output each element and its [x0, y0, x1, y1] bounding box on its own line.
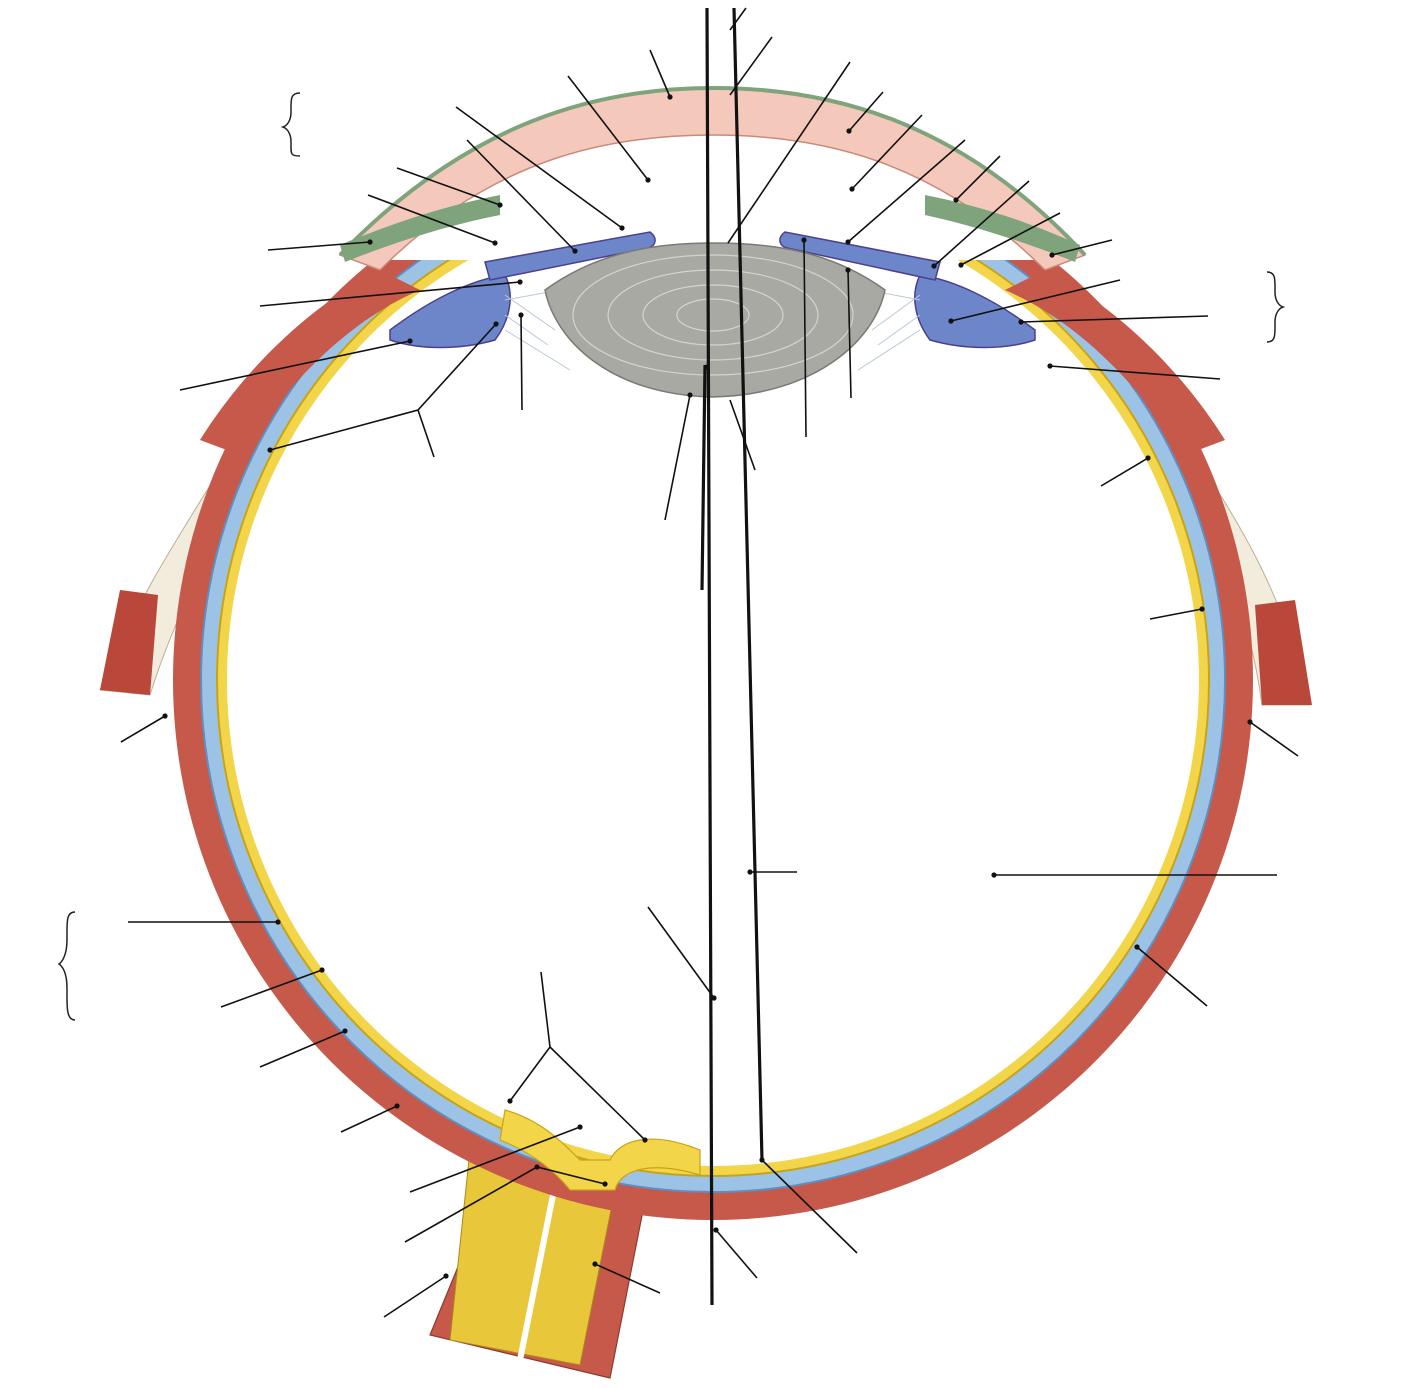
leader-iris-front [455, 106, 623, 229]
leader-posterior-chamber [847, 269, 852, 399]
leader-cornea-right [848, 91, 884, 132]
leader-sclera-limbus [396, 167, 501, 206]
leader-optic-cup [409, 1126, 581, 1193]
leader-ora-right [1049, 365, 1221, 380]
vitreous-body [227, 194, 1199, 1166]
leader-sclera-inner-left [259, 1030, 346, 1068]
muscle-belly-right [1255, 600, 1312, 705]
leader-ciliary-processes-right [950, 279, 1121, 322]
brace-right [1266, 271, 1286, 343]
muscle-belly-left [100, 590, 158, 695]
ciliary-body-right [914, 274, 1036, 349]
sclera-anterior-right [1005, 270, 1225, 455]
lens-rings [572, 254, 854, 376]
leader-stroma-right [851, 114, 923, 190]
leader-ciliary-muscle [259, 281, 521, 307]
brace-top-left [280, 92, 301, 157]
leader-dots [162, 94, 1253, 1279]
leader-sclera-right [1249, 721, 1299, 757]
leader-axis-top2 [729, 7, 747, 31]
optic-axis-line [705, 7, 714, 1306]
leader-dura-sheath [383, 1275, 447, 1318]
visual-axis-line [732, 7, 764, 1161]
leader-iris-back [466, 139, 576, 252]
leader-retina-right-upper [1100, 457, 1149, 487]
zonular-fibers [504, 289, 921, 371]
leader-cornea [567, 75, 649, 181]
conjunctiva-right [925, 195, 1080, 262]
brace-bottom-left [57, 911, 76, 1021]
leader-ciliary-body [179, 340, 411, 391]
leader-optic-disc-right [549, 1046, 646, 1141]
leader-vein-right [960, 212, 1061, 266]
iris-right [779, 231, 941, 281]
leader-sclera-outer-left [340, 1105, 398, 1133]
leader-sinus-right [933, 180, 1030, 267]
lens [544, 242, 886, 398]
leader-ora-serrata-branch [417, 409, 435, 458]
leader-central-vessels [594, 1263, 661, 1294]
ciliary-body-left [389, 274, 511, 349]
lens-axis-line [700, 364, 707, 591]
leader-corneal-epithelium [649, 49, 671, 98]
leader-optic-axis [647, 906, 715, 999]
leader-conjunctiva-left [267, 241, 371, 251]
corneal-epithelium [338, 85, 1087, 257]
leader-choroid-right [1149, 608, 1203, 620]
conjunctiva-left [340, 195, 500, 262]
leader-scleral-venous-sinus [367, 194, 496, 244]
leader-iris-right [847, 139, 966, 243]
leader-conjunctiva-right [1051, 239, 1113, 256]
leader-sclera-left [120, 715, 166, 743]
leader-limbus-right [955, 155, 1001, 201]
leader-ciliary-muscle-right [1020, 315, 1209, 323]
leader-lens [664, 394, 691, 521]
leader-posterior-pole [715, 1229, 758, 1279]
leader-anterior-chamber [727, 61, 851, 244]
leader-lens-axis [729, 399, 756, 471]
leader-iris-pigment [803, 239, 807, 438]
leader-fovea [761, 1159, 858, 1254]
leader-retina-right-lower [1136, 946, 1208, 1007]
leader-zonular-fibers [520, 314, 523, 411]
leader-choroid-left [220, 969, 323, 1008]
leader-axis-top [729, 36, 773, 96]
lens-body [544, 242, 886, 398]
